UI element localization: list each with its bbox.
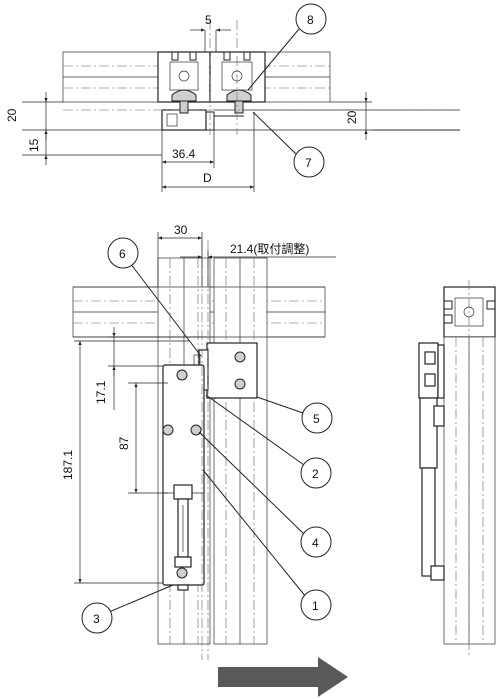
dim-187-1: 187.1 [61, 340, 190, 584]
callout-1: 1 [202, 469, 332, 621]
top-bracket [161, 109, 460, 131]
dim-21-4: 21.4(取付調整) [180, 241, 336, 287]
callout-6: 6 [107, 237, 202, 357]
callout-7-label: 7 [305, 156, 312, 170]
dim-30-label: 30 [174, 223, 188, 237]
callout-7: 7 [252, 111, 325, 178]
dim-top-5: 5 [190, 13, 231, 52]
dim-21-4-label: 21.4(取付調整) [230, 241, 309, 256]
main-body [162, 364, 205, 591]
dim-17-1: 17.1 [94, 327, 207, 410]
top-view [62, 20, 460, 135]
callout-5: 5 [256, 396, 333, 434]
direction-arrow [218, 657, 348, 697]
dim-17-1-label: 17.1 [94, 380, 108, 404]
dim-87: 87 [117, 382, 168, 494]
callout-3-label: 3 [93, 612, 100, 626]
side-profile-section [443, 286, 496, 338]
callout-2-label: 2 [312, 467, 319, 481]
dim-30: 30 [157, 223, 203, 287]
callout-4: 4 [198, 431, 332, 558]
side-unit [418, 342, 445, 581]
dim-right-20-label: 20 [345, 110, 359, 124]
dim-left-15: 15 [22, 130, 162, 165]
dim-D-label: D [203, 171, 212, 185]
side-vertical-profile [443, 336, 496, 645]
dim-D: D [162, 112, 255, 192]
dim-36-4-label: 36.4 [172, 147, 196, 161]
callout-8-label: 8 [307, 13, 314, 27]
dim-left-20-label: 20 [5, 108, 19, 122]
dim-87-label: 87 [117, 436, 131, 450]
front-view [72, 240, 326, 660]
callout-8: 8 [247, 3, 327, 91]
dim-right-20: 20 [330, 92, 460, 140]
callout-1-label: 1 [312, 599, 319, 613]
callout-4-label: 4 [312, 536, 319, 550]
top-screw-right [226, 89, 252, 114]
dim-left-15-label: 15 [27, 138, 41, 152]
callout-2: 2 [205, 394, 332, 489]
top-screw-left [171, 89, 197, 114]
side-view [418, 280, 496, 655]
vertical-profile-right [213, 257, 268, 645]
dim-36-4: 36.4 [161, 130, 215, 192]
dim-top-5-label: 5 [205, 13, 212, 27]
dim-187-1-label: 187.1 [61, 450, 75, 480]
dim-left-20: 20 [5, 92, 162, 140]
callout-6-label: 6 [119, 247, 126, 261]
callout-5-label: 5 [313, 412, 320, 426]
callout-3: 3 [81, 584, 174, 634]
